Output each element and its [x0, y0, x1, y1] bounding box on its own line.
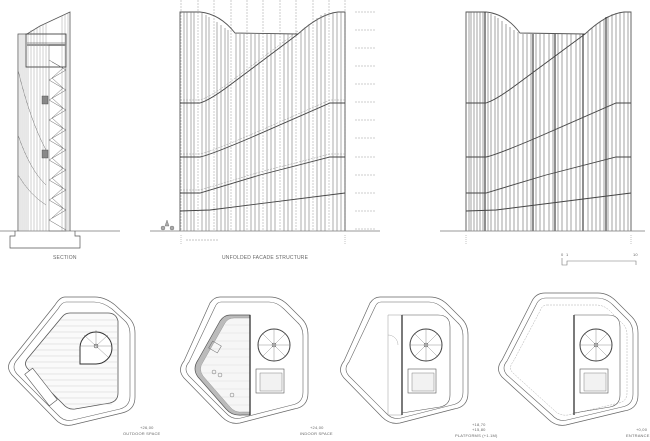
scale-tick-10: 10 [633, 252, 638, 257]
plan-3-name: PLATFORMS (+1.1m) [455, 433, 498, 438]
plan-1-level: +26,00 [140, 425, 154, 430]
plan-2-name: INDOOR SPACE [300, 431, 333, 436]
plan-1-name: OUTDOOR SPACE [123, 431, 161, 436]
scale-bar-graphic [561, 258, 637, 266]
plan-entrance-graphic [498, 292, 639, 426]
scale-figure-icon [160, 219, 175, 231]
plan-4-name: ENTRANCE [626, 433, 650, 438]
plan-2-level: +24,00 [310, 425, 324, 430]
plan-3-level-bottom: +15,80 [472, 427, 486, 432]
section-tower-graphic [0, 11, 120, 249]
plan-4-level: +0,00 [636, 427, 648, 432]
plan-3-level-top: +18,70 [472, 422, 486, 427]
scale-tick-1: 1 [566, 252, 569, 257]
unfolded-facade-graphic [150, 0, 380, 245]
plan-indoor-graphic [180, 296, 309, 424]
unfolded-facade-label: UNFOLDED FACADE STRUCTURE [222, 255, 309, 261]
plan-outdoor-graphic [8, 296, 136, 426]
facade-elevation-graphic [440, 11, 645, 245]
section-label: SECTION [53, 255, 77, 261]
scale-tick-0: 0 [561, 252, 564, 257]
plan-platforms-graphic [340, 296, 469, 424]
